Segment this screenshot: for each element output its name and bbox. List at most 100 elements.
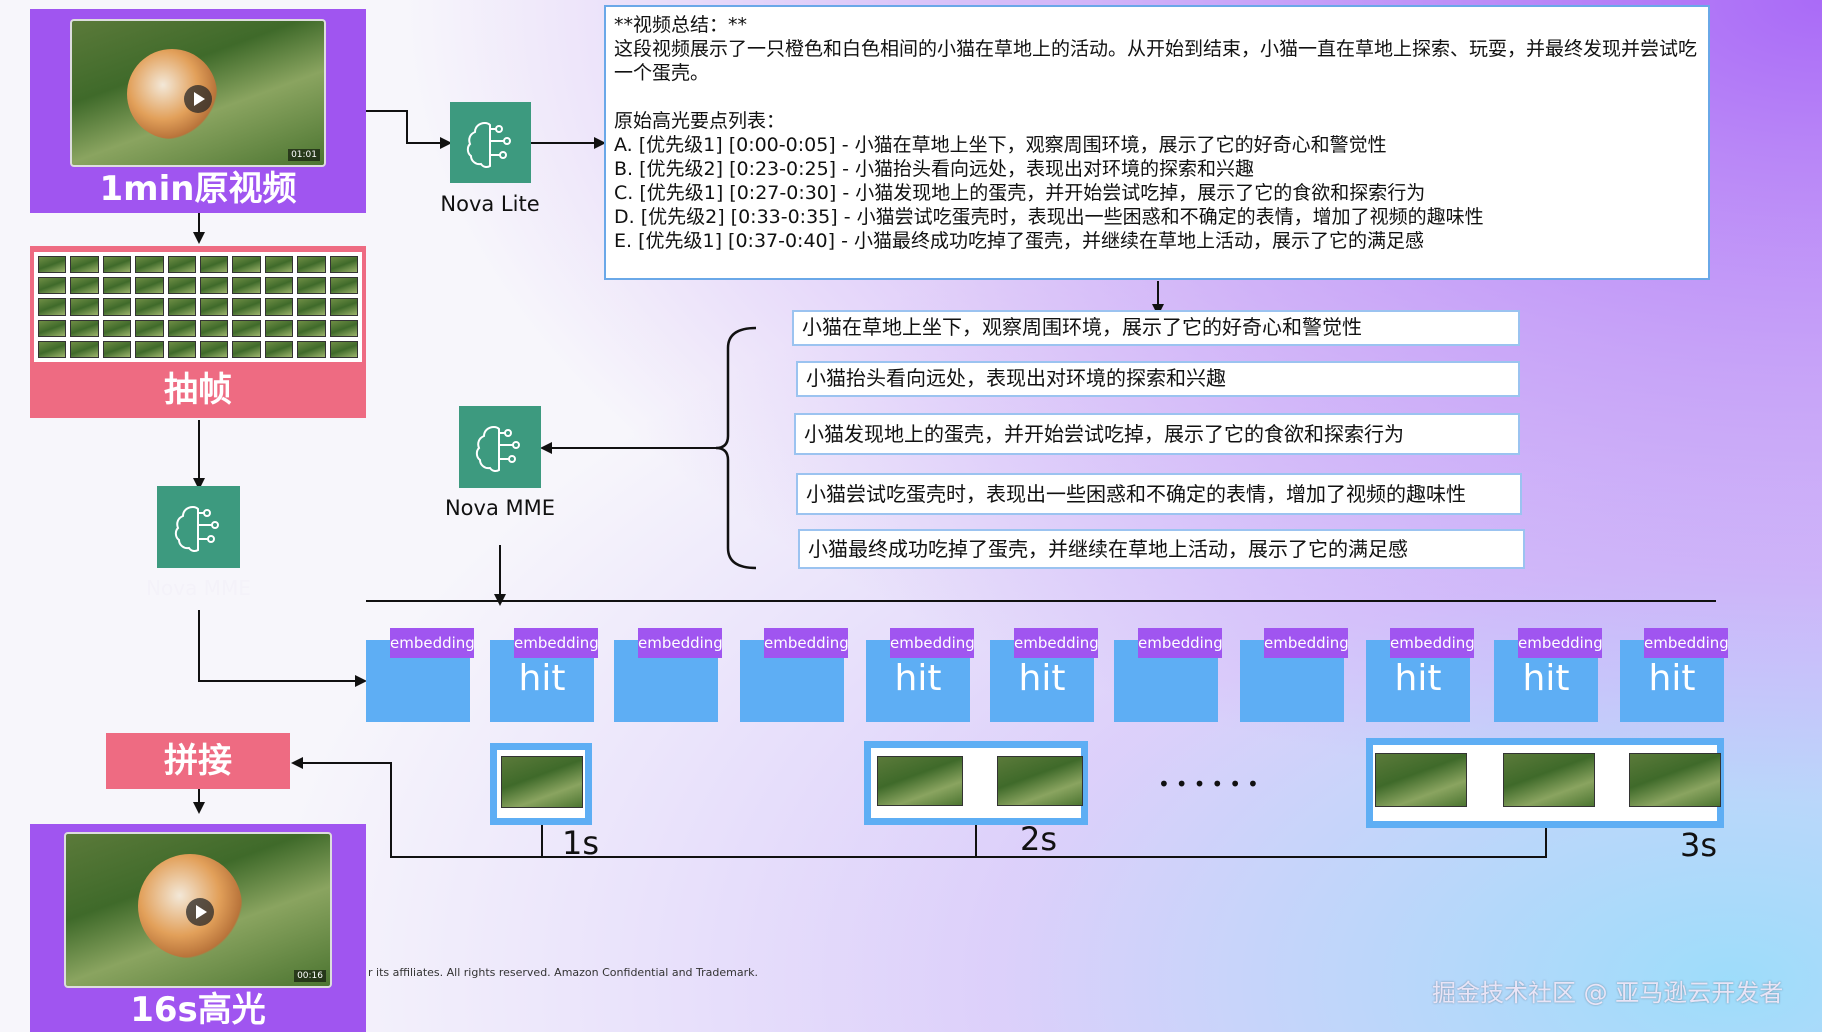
output-video-panel: 00:16 16s高光 — [30, 824, 366, 1032]
frame-thumbnail — [38, 298, 67, 316]
frame-thumbnail — [264, 298, 294, 316]
clip-duration-1s: 1s — [562, 824, 600, 862]
highlight-item: 小猫在草地上坐下，观察周围环境，展示了它的好奇心和警觉性 — [792, 310, 1520, 346]
summary-item: E. [优先级1] [0:37-0:40] - 小猫最终成功吃掉了蛋壳，并继续在… — [614, 230, 1424, 252]
nova-lite-icon — [450, 102, 531, 183]
frame-thumbnail — [70, 319, 99, 337]
frame-thumbnail — [70, 256, 99, 274]
hit-label: hit — [518, 658, 566, 699]
play-icon[interactable] — [186, 898, 214, 926]
frame-thumbnail — [102, 256, 132, 274]
embedding-tag: embedding — [390, 628, 475, 658]
frame-thumbnail — [102, 298, 132, 316]
embedding-tag: embedding — [514, 628, 599, 658]
frame-thumbnail — [167, 277, 196, 295]
frame-thumbnail — [38, 256, 67, 274]
frame-thumbnail — [135, 256, 164, 274]
frame-thumbnail — [38, 277, 67, 295]
clip-thumbnail — [877, 756, 963, 806]
frame-thumbnail — [297, 277, 326, 295]
embedding-tag: embedding — [638, 628, 723, 658]
nova-mme-center-label: Nova MME — [444, 496, 556, 520]
frame-thumbnail — [297, 340, 326, 358]
clip-duration-3s: 3s — [1680, 826, 1718, 864]
frame-thumbnail — [199, 256, 229, 274]
hit-label: hit — [1522, 658, 1570, 699]
video-timestamp: 00:16 — [294, 970, 326, 982]
nova-mme-left-icon — [157, 486, 240, 568]
frame-thumbnail — [329, 298, 358, 316]
output-video-thumbnail[interactable]: 00:16 — [64, 832, 332, 988]
summary-list-heading: 原始高光要点列表： — [614, 110, 786, 132]
clip-group-1s — [490, 743, 592, 825]
embedding-tag: embedding — [1390, 628, 1475, 658]
frame-thumbnail — [199, 298, 229, 316]
frame-thumbnail — [329, 319, 358, 337]
embedding-tag: embedding — [1138, 628, 1223, 658]
summary-item: D. [优先级2] [0:33-0:35] - 小猫尝试吃蛋壳时，表现出一些困惑… — [614, 206, 1484, 228]
summary-item: B. [优先级2] [0:23-0:25] - 小猫抬头看向远处，表现出对环境的… — [614, 158, 1255, 180]
frame-thumbnail — [38, 319, 67, 337]
frame-thumbnail — [232, 319, 261, 337]
clip-thumbnail — [1503, 753, 1595, 807]
clip-thumbnail — [997, 756, 1083, 806]
copyright-text: r its affiliates. All rights reserved. A… — [368, 966, 758, 979]
frame-thumbnail — [167, 298, 196, 316]
frame-thumbnail — [199, 319, 229, 337]
summary-box: **视频总结：** 这段视频展示了一只橙色和白色相间的小猫在草地上的活动。从开始… — [604, 5, 1710, 280]
frame-thumbnail — [232, 277, 261, 295]
frame-thumbnail — [297, 298, 326, 316]
frame-thumbnail — [167, 340, 196, 358]
hit-label: hit — [894, 658, 942, 699]
frame-thumbnail — [232, 256, 261, 274]
concat-step: 拼接 — [106, 733, 290, 789]
summary-item: A. [优先级1] [0:00-0:05] - 小猫在草地上坐下，观察周围环境，… — [614, 134, 1387, 156]
frame-thumbnail — [264, 340, 294, 358]
frame-thumbnail — [167, 319, 196, 337]
hit-label: hit — [1648, 658, 1696, 699]
nova-mme-left-label: Nova MME — [146, 576, 251, 600]
brace — [715, 326, 757, 570]
frame-thumbnail — [135, 298, 164, 316]
frame-thumbnail — [70, 340, 99, 358]
frame-thumbnail — [199, 277, 229, 295]
highlight-item: 小猫最终成功吃掉了蛋壳，并继续在草地上活动，展示了它的满足感 — [798, 529, 1525, 569]
frame-thumbnail — [199, 340, 229, 358]
embedding-tag: embedding — [1264, 628, 1349, 658]
source-video-label: 1min原视频 — [99, 169, 297, 209]
embedding-tag: embedding — [1518, 628, 1603, 658]
clip-group-3s — [1366, 738, 1724, 828]
frame-thumbnail — [135, 277, 164, 295]
highlight-item: 小猫发现地上的蛋壳，并开始尝试吃掉，展示了它的食欲和探索行为 — [794, 413, 1520, 455]
frame-thumbnail — [264, 256, 294, 274]
ellipsis: •••••• — [1158, 772, 1265, 796]
frame-thumbnail — [38, 340, 67, 358]
summary-item: C. [优先级1] [0:27-0:30] - 小猫发现地上的蛋壳，并开始尝试吃… — [614, 182, 1426, 204]
clip-duration-2s: 2s — [1020, 820, 1058, 858]
summary-heading: **视频总结：** — [614, 14, 748, 36]
frame-thumbnail — [297, 256, 326, 274]
summary-body: 这段视频展示了一只橙色和白色相间的小猫在草地上的活动。从开始到结束，小猫一直在草… — [614, 38, 1698, 84]
frame-thumbnail — [232, 298, 261, 316]
frame-thumbnail — [102, 319, 132, 337]
divider — [366, 600, 1716, 602]
frame-thumbnail — [70, 298, 99, 316]
frame-thumbnail — [329, 277, 358, 295]
play-icon[interactable] — [184, 85, 212, 113]
highlight-item: 小猫尝试吃蛋壳时，表现出一些困惑和不确定的表情，增加了视频的趣味性 — [796, 473, 1522, 515]
frame-thumbnail — [232, 340, 261, 358]
embedding-tag: embedding — [890, 628, 975, 658]
output-video-label: 16s高光 — [130, 990, 266, 1030]
clip-thumbnail — [501, 756, 583, 808]
nova-mme-center-icon — [459, 406, 541, 488]
highlight-item: 小猫抬头看向远处，表现出对环境的探索和兴趣 — [796, 361, 1520, 397]
source-video-thumbnail[interactable]: 01:01 — [70, 19, 326, 167]
hit-label: hit — [1018, 658, 1066, 699]
frames-label: 抽帧 — [164, 370, 232, 410]
embedding-tag: embedding — [1014, 628, 1099, 658]
frame-thumbnail — [329, 340, 358, 358]
frame-thumbnail — [264, 319, 294, 337]
clip-thumbnail — [1629, 753, 1721, 807]
video-timestamp: 01:01 — [288, 149, 320, 161]
frame-thumbnail — [135, 319, 164, 337]
